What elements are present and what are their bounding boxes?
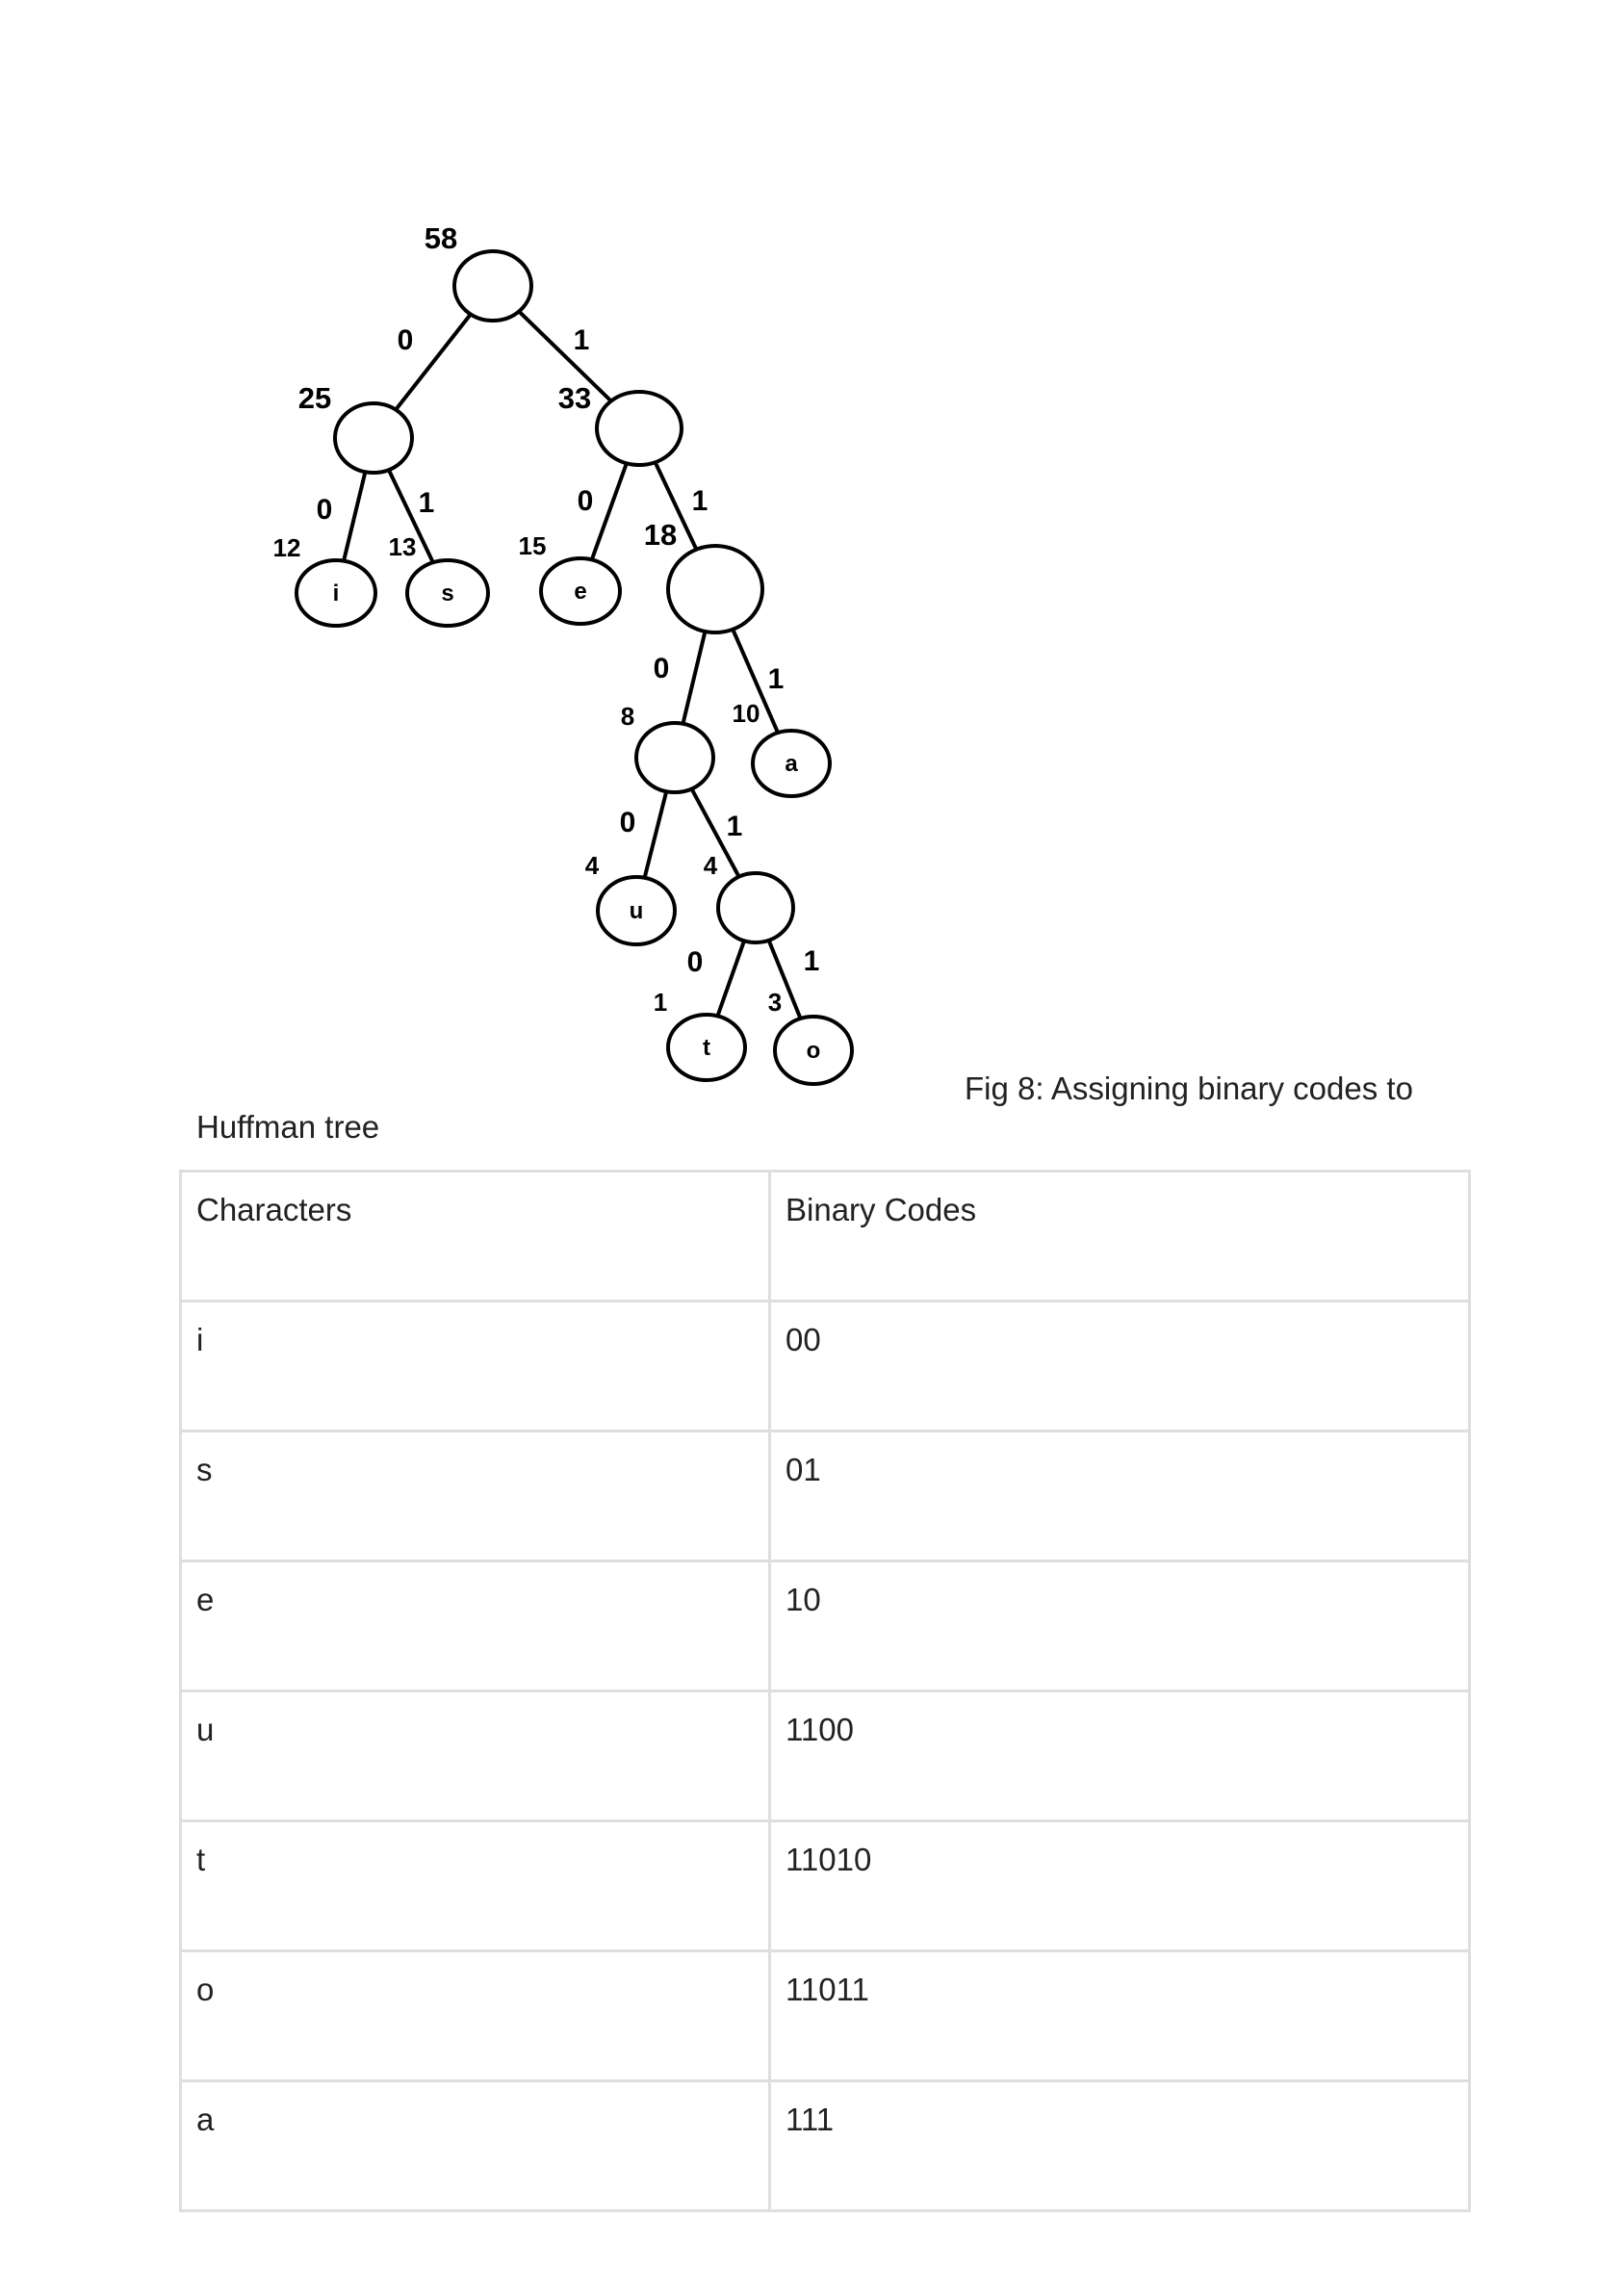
table-header-row: Characters Binary Codes <box>179 1170 1471 1303</box>
internal-node <box>452 249 533 322</box>
binary-code-cell: 01 <box>768 1430 1471 1562</box>
character-cell: a <box>179 2079 771 2212</box>
table-row: a 111 <box>179 2079 1471 2212</box>
internal-node <box>666 544 764 634</box>
tree-edge-n33-e <box>589 460 630 563</box>
header-binary-codes: Binary Codes <box>768 1170 1471 1303</box>
tree-edge-n4-o <box>765 937 804 1021</box>
node-weight-label: 3 <box>768 988 782 1017</box>
edge-bit-label: 0 <box>317 494 333 526</box>
tree-edge-n8-n4 <box>688 786 742 880</box>
edge-bit-label: 0 <box>398 324 414 356</box>
character-cell: s <box>179 1430 771 1562</box>
table-row: t 11010 <box>179 1819 1471 1952</box>
tree-edge-n8-u <box>642 788 669 881</box>
figure-caption-line-2: Huffman tree <box>196 1109 380 1145</box>
leaf-char-label: u <box>630 898 644 924</box>
leaf-char-label: a <box>785 751 798 777</box>
node-weight-label: 12 <box>273 533 301 562</box>
character-cell: u <box>179 1690 771 1822</box>
edge-bit-label: 1 <box>419 487 435 519</box>
node-weight-label: 1 <box>654 988 667 1017</box>
leaf-char-label: i <box>333 580 340 606</box>
internal-node <box>716 871 795 944</box>
character-cell: o <box>179 1949 771 2082</box>
character-cell: t <box>179 1819 771 1952</box>
edge-bit-label: 0 <box>687 946 704 978</box>
table-row: e 10 <box>179 1560 1471 1692</box>
tree-edge-n18-a <box>730 626 781 736</box>
edge-bit-label: 1 <box>574 324 590 356</box>
leaf-char-label: o <box>807 1038 821 1064</box>
edge-bit-label: 1 <box>727 811 743 842</box>
figure-caption-line-1: Fig 8: Assigning binary codes to <box>965 1071 1413 1106</box>
internal-node <box>595 390 683 467</box>
tree-edge-n25-i <box>341 469 368 564</box>
binary-code-cell: 00 <box>768 1300 1471 1432</box>
node-weight-label: 15 <box>519 531 547 560</box>
leaf-char-label: s <box>441 580 453 606</box>
node-weight-label: 18 <box>644 518 677 552</box>
leaf-node-s <box>405 558 490 628</box>
tree-edge-n18-n8 <box>681 629 708 727</box>
tree-edge-root-n25 <box>392 310 475 414</box>
binary-code-cell: 1100 <box>768 1690 1471 1822</box>
leaf-char-label: t <box>703 1035 710 1061</box>
node-weight-label: 25 <box>298 381 331 415</box>
leaf-node-o <box>773 1015 854 1086</box>
character-cell: e <box>179 1560 771 1692</box>
node-weight-label: 4 <box>585 851 600 880</box>
table-row: i 00 <box>179 1300 1471 1432</box>
internal-node <box>634 721 715 794</box>
node-weight-label: 8 <box>621 702 634 731</box>
node-weight-label: 58 <box>425 221 457 255</box>
node-weight-label: 33 <box>558 381 591 415</box>
binary-code-cell: 11011 <box>768 1949 1471 2082</box>
character-cell: i <box>179 1300 771 1432</box>
binary-code-cell: 111 <box>768 2079 1471 2212</box>
table-row: s 01 <box>179 1430 1471 1562</box>
edge-bit-label: 0 <box>654 653 670 684</box>
binary-code-cell: 11010 <box>768 1819 1471 1952</box>
node-weight-label: 4 <box>704 851 718 880</box>
node-weight-label: 10 <box>733 699 760 728</box>
edge-bit-label: 1 <box>768 663 785 695</box>
internal-node <box>333 401 414 475</box>
leaf-node-i <box>295 558 377 628</box>
tree-edge-n33-n18 <box>652 458 700 554</box>
header-characters: Characters <box>179 1170 771 1303</box>
leaf-node-t <box>666 1013 747 1082</box>
leaf-char-label: e <box>574 579 586 605</box>
leaf-node-e <box>539 556 622 626</box>
binary-code-cell: 10 <box>768 1560 1471 1692</box>
tree-edge-root-n33 <box>515 307 616 406</box>
table-row: u 1100 <box>179 1690 1471 1822</box>
leaf-node-u <box>596 875 677 946</box>
edge-bit-label: 1 <box>804 945 820 977</box>
tree-edge-n25-s <box>385 467 436 566</box>
node-weight-label: 13 <box>389 532 417 561</box>
tree-edge-n4-t <box>714 938 747 1019</box>
edge-bit-label: 1 <box>692 485 708 517</box>
table-row: o 11011 <box>179 1949 1471 2082</box>
binary-codes-table: Characters Binary Codes i 00 s 01 e 10 u… <box>179 1170 1471 2212</box>
edge-bit-label: 0 <box>620 807 636 838</box>
edge-bit-label: 0 <box>578 485 594 517</box>
leaf-node-a <box>751 729 832 798</box>
